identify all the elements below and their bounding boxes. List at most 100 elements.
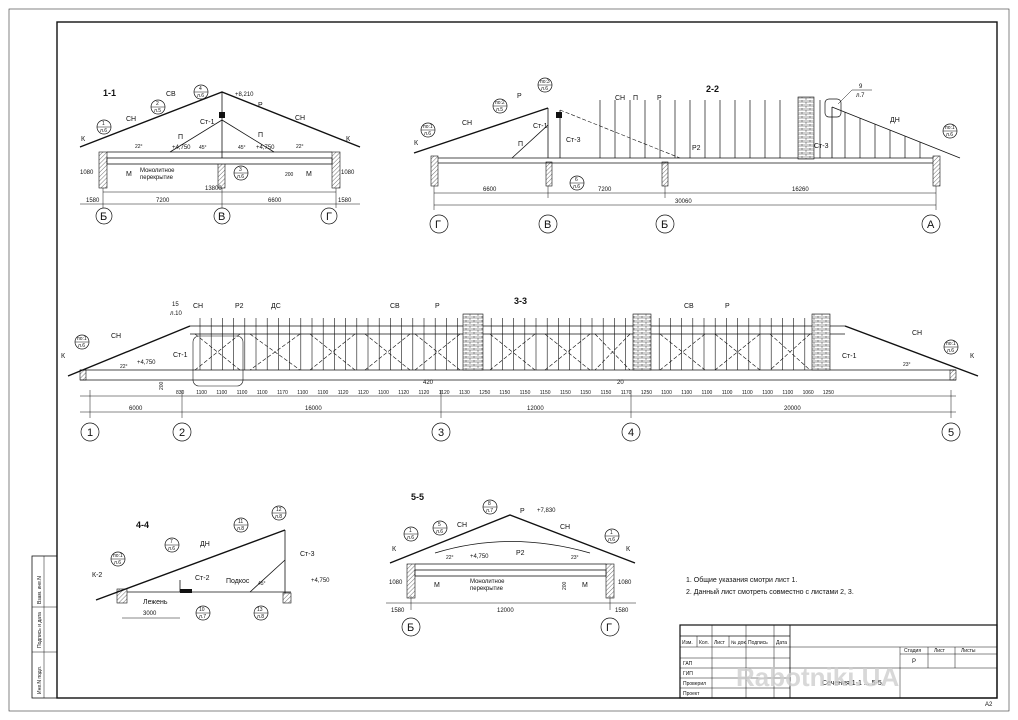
dim-total: 13800 [205,186,222,192]
dim-420: 420 [423,380,434,386]
angle-2: 22° [296,144,304,150]
svg-text:11: 11 [238,519,243,525]
axis-g: Г [320,207,338,225]
side-label-replace: Взам. инв.N [37,576,43,604]
posts-3-3 [199,318,828,370]
side-strip: Взам. инв.N Подпись и дата Инв.N подл. [31,555,58,699]
spacing-dim: 1100 [661,390,672,396]
spacing-dim: 1100 [742,390,753,396]
stamp-col-doc: № док. [731,640,747,646]
spacing-dim: 1120 [338,390,349,396]
dim-2-3: 16260 [792,187,809,193]
mark-top-5: +7,830 [537,508,556,514]
section-4-4: 4-4 К-2 ДН Ст-3 Ст-2 Подкос Лежень +4,75… [92,505,330,621]
svg-text:13: 13 [257,607,263,613]
svg-text:л.6: л.6 [407,535,414,541]
svg-text:А: А [927,219,935,231]
spacing-dim: 1170 [621,390,632,396]
label-sn-r: СН [560,524,570,531]
dim-3-2: 16000 [305,406,322,412]
svg-text:Б: Б [407,622,414,634]
label-dn: ДН [200,541,210,548]
callout-2-2e: по:1л.6 [942,123,958,139]
stamp-col-date: Дата [776,640,787,646]
angle-3-3-l: 22° [120,364,128,370]
spacing-dim: 1150 [560,390,571,396]
label-k-left: К [61,353,66,360]
callout-1: 1л.6 [96,119,112,135]
angle-5-r: 23° [571,555,579,561]
callout-4-4d: 12л.8 [271,505,287,521]
label-r-b: Р [657,95,662,102]
section-1-1: 1-1 СВ СН СН П П Р Ст-1 К К М М Монолитн… [79,84,361,225]
spacing-dim: 1060 [803,390,814,396]
spacing-dim: 1150 [540,390,551,396]
svg-text:по:1: по:1 [77,336,87,342]
svg-text:3: 3 [438,427,444,439]
section-title-2-2: 2-2 [706,84,719,94]
spacing-dim: 1100 [762,390,773,396]
spacing-dim: 1100 [681,390,692,396]
spacing-dim: 1250 [479,390,490,396]
angle-4-4: 45° [258,581,266,587]
dim-3-1: 6000 [129,406,143,412]
label-podkos: Подкос [226,578,250,585]
svg-text:1: 1 [610,530,613,536]
spacing-dim: 1120 [358,390,369,396]
svg-text:по:1: по:1 [423,124,433,130]
svg-text:В: В [218,211,225,223]
label-sn-right: СН [295,115,305,122]
label-r-1: Р [435,303,440,310]
label-m-r: М [582,582,588,589]
spacing-dim: 1250 [823,390,834,396]
side-label-sign: Подпись и дата [37,612,43,648]
height-5-l: 1080 [389,580,403,586]
label-sn-left: СН [126,116,136,123]
svg-text:2: 2 [179,427,185,439]
label-15s: л.10 [170,311,183,317]
spacing-dim: 1100 [782,390,793,396]
svg-text:по:1: по:1 [945,125,955,131]
mark-4-4: +4,750 [311,578,330,584]
svg-text:л.6: л.6 [168,546,175,552]
svg-text:4: 4 [628,427,634,439]
axis-2: 2 [172,422,192,442]
brick-chimney-2 [632,313,652,371]
svg-text:л.6: л.6 [78,343,85,349]
label-dn: ДН [890,117,900,124]
label-p-right: П [258,132,263,139]
axis-5: 5 [941,422,961,442]
callout-4-4e: 10л.7 [195,605,211,621]
svg-text:12: 12 [276,507,282,513]
axis-g-2: Г [429,214,449,234]
angle-3-3-r: 23° [903,362,911,368]
axis-v: В [213,207,231,225]
label-p-left: П [178,134,183,141]
label-sn: СН [462,120,472,127]
spacing-dim: 1170 [277,390,288,396]
label-st1-right: Ст-1 [842,353,857,360]
stamp-row-project: Проект [683,691,700,697]
callout-2: 2л.5 [150,99,166,115]
axis-b: Б [95,207,113,225]
label-sn-b: СН [615,95,625,102]
inner-frame [56,21,998,699]
axis-1: 1 [80,422,100,442]
svg-text:по:1: по:1 [946,341,956,347]
label-ds: ДС [271,303,281,310]
mark-right: +4,750 [256,145,275,151]
side-label-inv: Инв.N подл. [37,666,43,694]
label-sn-left: СН [111,333,121,340]
svg-text:5: 5 [948,427,954,439]
section-title-4-4: 4-4 [136,520,149,530]
svg-text:5: 5 [438,522,441,528]
dim-2: 7200 [156,198,170,204]
svg-text:л.7: л.7 [486,508,493,514]
spacing-dim: 1150 [601,390,612,396]
spacing-dim: 1120 [419,390,430,396]
label-k2: К-2 [92,572,102,579]
section-3-3: 3-3 15 л.10 СН Р2 ДС СВ Р СВ Р СН СН К К… [61,296,979,442]
stamp-stage: Р [912,659,916,665]
height-3-3: 200 [159,381,165,390]
